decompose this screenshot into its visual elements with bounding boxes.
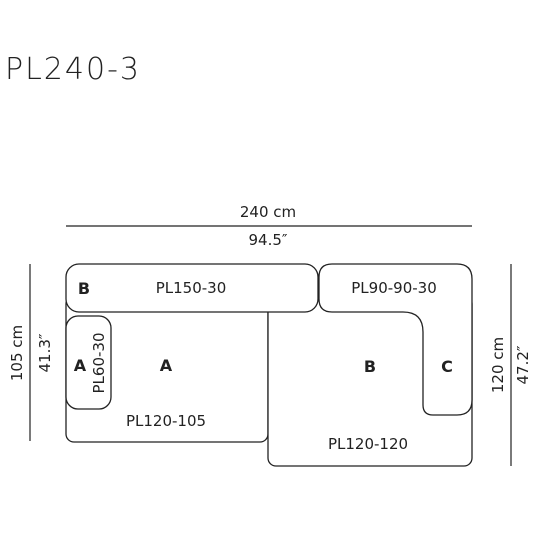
left-depth-in-label: 41.3″ — [36, 333, 54, 372]
armrest-left-module — [65, 315, 112, 410]
backrest-left-letter: B — [78, 279, 90, 298]
seat-left-letter: A — [160, 356, 173, 375]
width-cm-label: 240 cm — [240, 203, 296, 221]
backrest-right-corner-module — [318, 263, 473, 416]
right-depth-in-label: 47.2″ — [514, 345, 532, 384]
backrest-left-name: PL150-30 — [156, 279, 227, 297]
armrest-left-letter: A — [74, 356, 87, 375]
seat-left-name: PL120-105 — [126, 412, 206, 430]
model-title: PL240-3 — [5, 52, 141, 87]
backrest-left-module — [65, 263, 319, 313]
right-depth-cm-label: 120 cm — [489, 337, 507, 393]
backrest-right-name: PL90-90-30 — [351, 279, 437, 297]
width-in-label: 94.5″ — [248, 231, 287, 249]
seat-right-name: PL120-120 — [328, 435, 408, 453]
armrest-right-letter: C — [441, 357, 453, 376]
armrest-left-name: PL60-30 — [90, 333, 108, 394]
seat-right-letter: B — [364, 357, 376, 376]
left-depth-cm-label: 105 cm — [8, 325, 26, 381]
